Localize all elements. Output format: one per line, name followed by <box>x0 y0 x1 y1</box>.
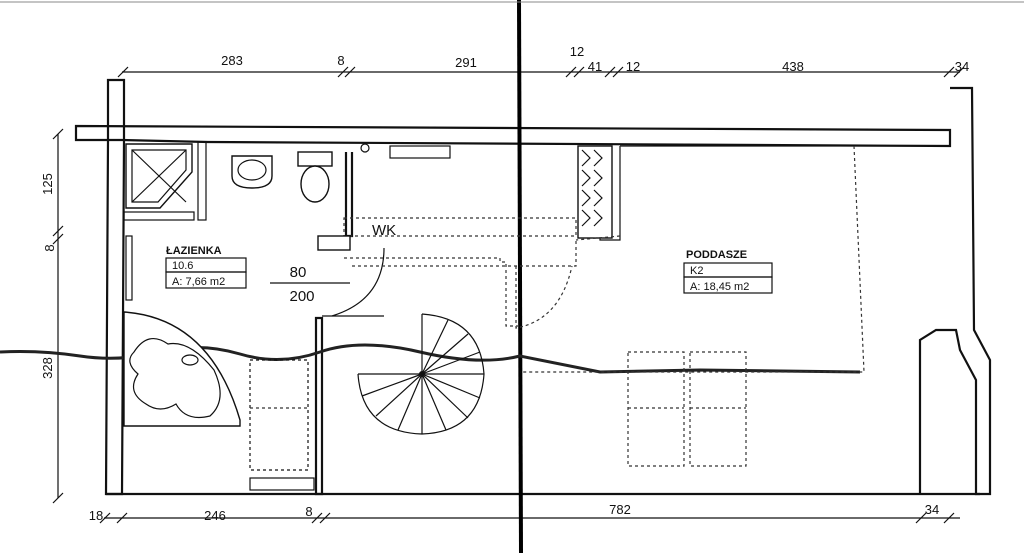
dim-left-2: 8 <box>42 244 57 251</box>
bottom-dimension-line: 18 246 8 782 34 <box>89 502 960 524</box>
dim-top-6: 12 <box>626 59 640 74</box>
dim-bottom-4: 782 <box>609 502 631 517</box>
sink <box>231 155 273 189</box>
dim-top-5: 41 <box>588 59 602 74</box>
attic-door <box>515 265 573 329</box>
dim-bottom-5: 34 <box>925 502 939 517</box>
shower <box>123 141 207 221</box>
attic-label: PODDASZE K2 A: 18,45 m2 <box>683 249 773 294</box>
dim-top-4: 12 <box>570 44 584 59</box>
left-dimension-line: 125 8 328 <box>40 128 64 504</box>
section-axis-line <box>517 0 523 553</box>
dim-top-7: 438 <box>782 59 804 74</box>
dim-left-1: 125 <box>40 173 55 195</box>
dim-left-3: 328 <box>40 357 55 379</box>
attic-number: K2 <box>690 265 703 277</box>
dim-top-2: 8 <box>337 53 344 68</box>
bathroom-area: A: 7,66 m2 <box>172 276 225 288</box>
wk-area: WK <box>317 143 577 327</box>
dim-top-3: 291 <box>455 55 477 70</box>
door-height: 200 <box>289 288 314 305</box>
roof-windows <box>627 351 747 467</box>
radiator <box>125 235 315 491</box>
bathroom-number: 10.6 <box>172 260 193 272</box>
bathroom-name: ŁAZIENKA <box>166 245 222 257</box>
attic-name: PODDASZE <box>686 249 747 261</box>
toilet <box>297 151 333 203</box>
bathroom-door: 80 200 <box>270 247 385 317</box>
top-dimension-line: 283 8 291 12 41 12 438 34 <box>117 44 969 78</box>
bathroom-label: ŁAZIENKA 10.6 A: 7,66 m2 <box>165 245 247 289</box>
walls <box>74 78 992 496</box>
dim-top-1: 283 <box>221 53 243 68</box>
dim-bottom-2: 246 <box>204 508 226 523</box>
door-width: 80 <box>290 264 307 281</box>
spiral-stairs <box>357 313 485 435</box>
dim-bottom-3: 8 <box>305 504 312 519</box>
dim-bottom-1: 18 <box>89 508 103 523</box>
attic-outline <box>520 145 865 373</box>
bathtub <box>123 311 241 427</box>
dim-top-8: 34 <box>955 59 969 74</box>
ventilation-grille <box>577 145 613 239</box>
ink-stroke <box>0 343 861 374</box>
attic-area: A: 18,45 m2 <box>690 281 749 293</box>
wk-label: WK <box>372 222 396 239</box>
